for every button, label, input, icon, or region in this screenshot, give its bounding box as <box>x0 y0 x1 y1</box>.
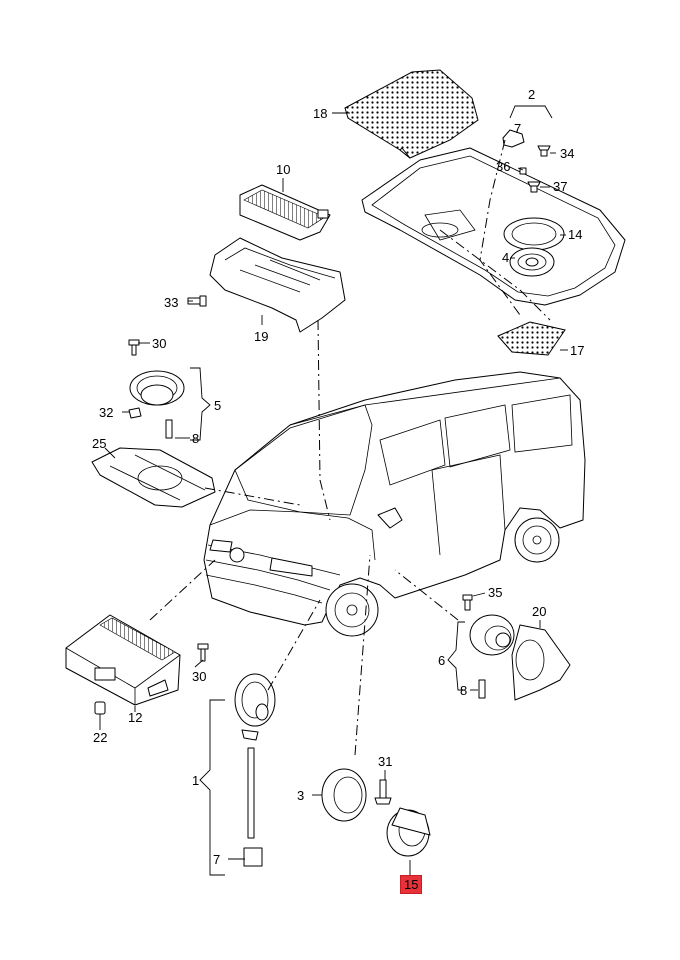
label-part-4: 4 <box>502 250 510 265</box>
label-part-34: 34 <box>560 146 575 161</box>
label-part-31: 31 <box>378 754 393 769</box>
label-part-20: 20 <box>532 604 547 619</box>
part-6-speaker <box>469 614 515 656</box>
label-part-8-top: 8 <box>192 431 200 446</box>
label-part-30-top: 30 <box>152 336 167 351</box>
label-part-25: 25 <box>92 436 107 451</box>
label-part-5: 5 <box>214 398 222 413</box>
label-part-6: 6 <box>438 653 446 668</box>
label-part-17: 17 <box>570 343 585 358</box>
label-part-10: 10 <box>276 162 291 177</box>
part-1-speaker <box>234 673 276 741</box>
label-part-7-bottom: 7 <box>213 852 221 867</box>
label-part-12: 12 <box>128 710 143 725</box>
roof-liner <box>361 147 626 306</box>
part-30-screw-top <box>128 339 140 356</box>
label-part-19: 19 <box>254 329 269 344</box>
part-10-amplifier <box>239 184 331 241</box>
part-3-trim-ring <box>321 768 367 822</box>
label-part-7-top: 7 <box>514 121 522 136</box>
part-17-grille <box>497 321 566 356</box>
part-35-screw <box>462 594 473 611</box>
part-8-connector-b <box>478 679 486 699</box>
part-31-bolt <box>374 779 392 805</box>
label-part-2: 2 <box>528 87 536 102</box>
label-part-15-highlighted[interactable]: 15 <box>400 875 423 894</box>
part-22-plug <box>94 701 106 715</box>
label-part-37: 37 <box>553 179 568 194</box>
label-part-35: 35 <box>488 585 503 600</box>
part-7-cable <box>243 747 263 867</box>
leader-lines <box>99 105 568 876</box>
label-part-8-bottom: 8 <box>460 683 468 698</box>
part-30-screw-bottom <box>197 643 209 662</box>
label-part-1: 1 <box>192 773 200 788</box>
van-body <box>203 371 586 637</box>
part-8-connector-a <box>165 419 173 439</box>
label-part-22: 22 <box>93 730 108 745</box>
label-part-14: 14 <box>568 227 583 242</box>
part-32-clip <box>128 407 142 419</box>
part-2-bracket <box>502 129 551 193</box>
part-15-speaker-grille <box>386 807 431 857</box>
label-part-30-bottom: 30 <box>192 669 207 684</box>
label-part-33: 33 <box>164 295 179 310</box>
assembly-lines <box>149 139 551 756</box>
label-part-32: 32 <box>99 405 114 420</box>
part-25-mount-plate <box>91 447 216 508</box>
part-19-bracket <box>209 237 346 333</box>
label-part-36: 36 <box>496 159 511 174</box>
part-5-speaker <box>129 370 185 406</box>
part-20-bracket <box>511 624 571 701</box>
part-12-control-unit <box>65 614 181 706</box>
label-part-18: 18 <box>313 106 328 121</box>
part-18-cover <box>344 69 479 159</box>
label-part-3: 3 <box>297 788 305 803</box>
part-4-speaker <box>509 247 555 277</box>
part-14-speaker-ring <box>503 217 565 251</box>
